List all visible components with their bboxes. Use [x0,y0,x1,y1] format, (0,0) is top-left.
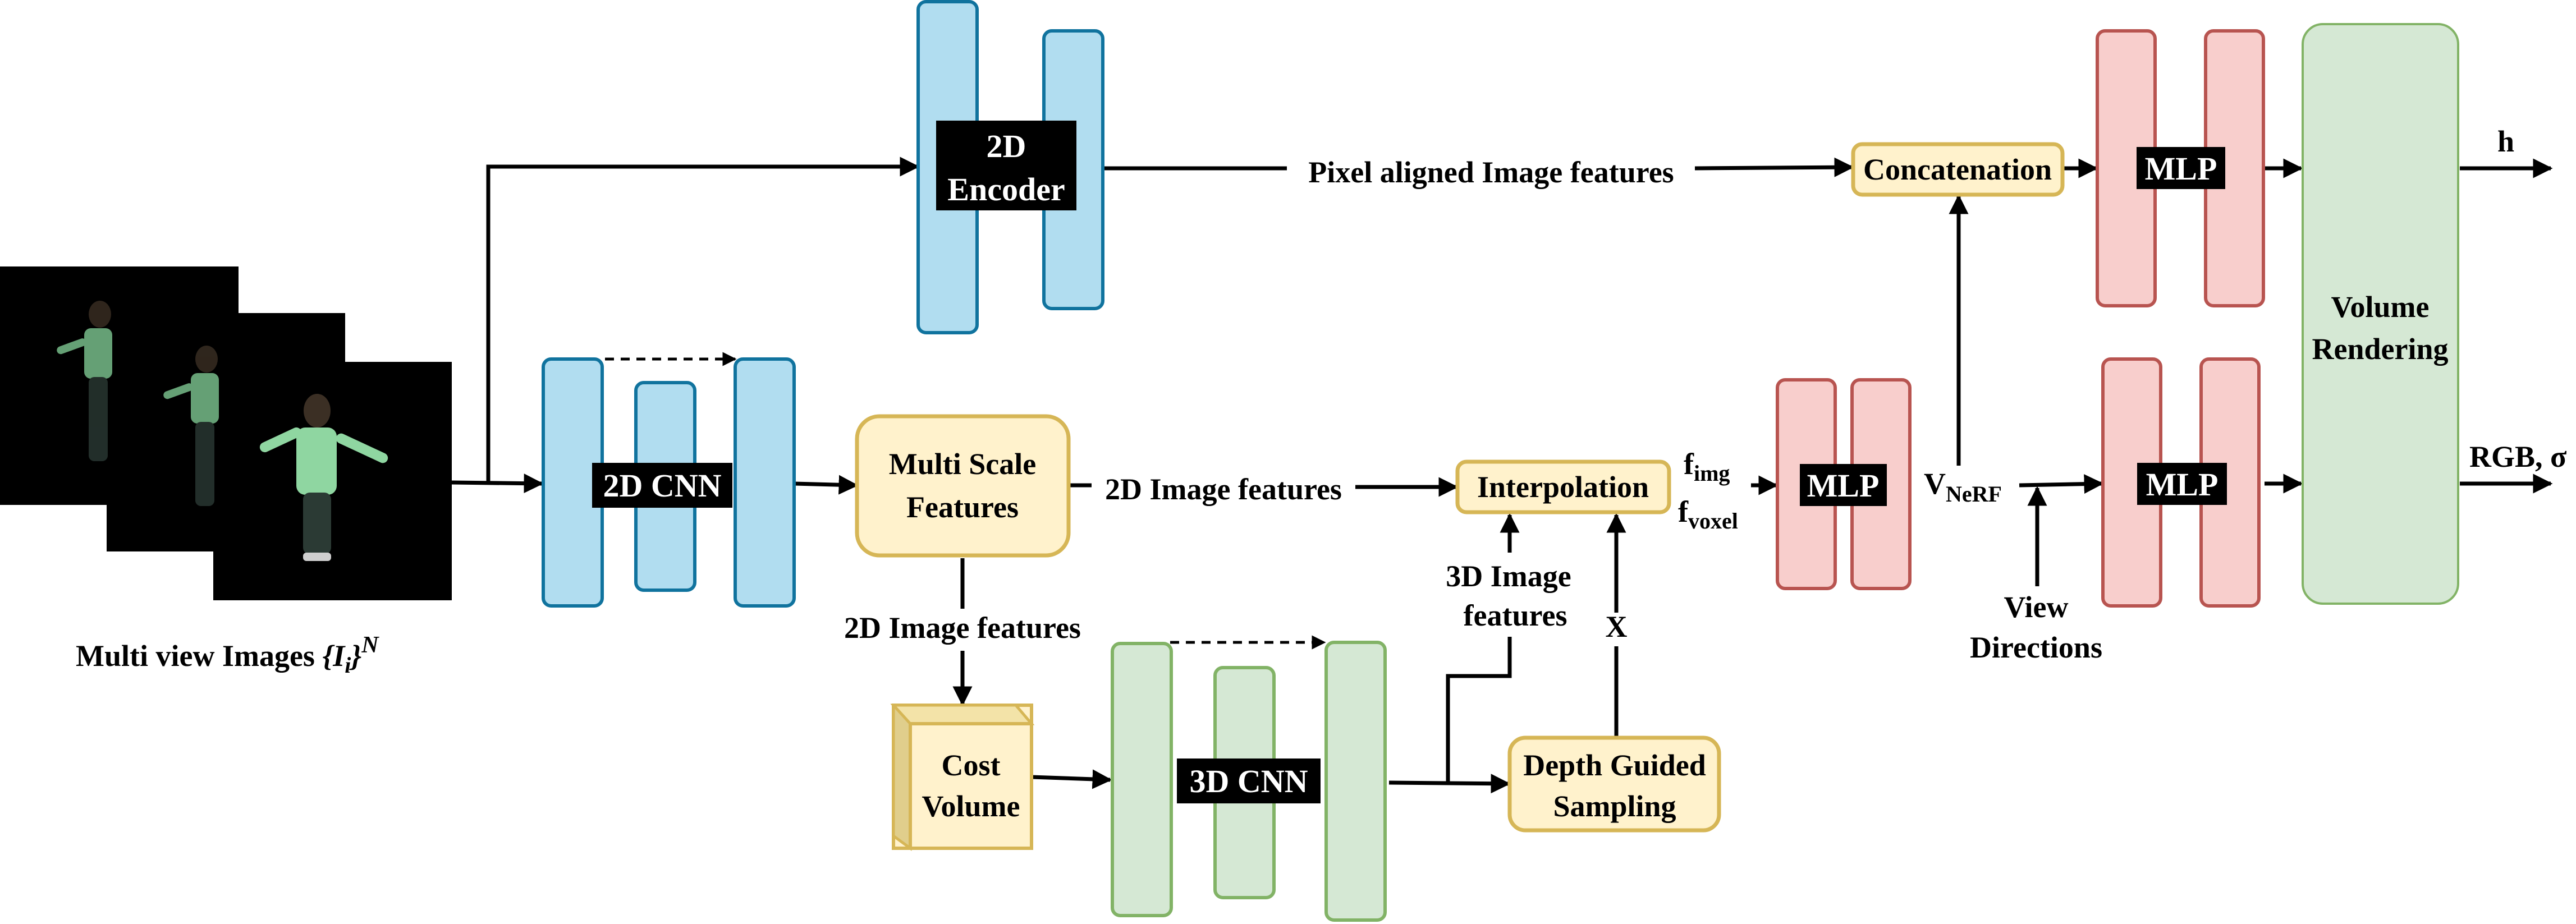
cnn-3d-label: 3D CNN [1189,763,1308,799]
encoder-2d: 2D Encoder [918,2,1103,333]
cnn-2d: 2D CNN [543,359,794,606]
mlp-bottom: MLP [2103,359,2259,606]
svg-text:Cost: Cost [942,748,1001,782]
edge-cnn2d-to-multiscale [794,484,856,485]
label-x: X [1606,610,1628,643]
svg-text:Concatenation: Concatenation [1863,153,2052,186]
label-view-directions-1: View [2004,590,2069,624]
cnn-3d-layer-3 [1326,642,1385,920]
cost-volume-box: Cost Volume [893,705,1032,848]
input-caption: Multi view Images {Ii}N [76,632,379,678]
label-2d-image-features-b: 2D Image features [844,611,1081,645]
edge-mlp-mid-to-mlp-bot [2019,484,2102,485]
edge-pixel-to-concat [1695,167,1852,168]
svg-text:Rendering: Rendering [2312,332,2449,366]
cnn-2d-layer-3 [735,359,794,606]
interpolation-box: Interpolation [1457,462,1669,512]
svg-text:Depth Guided: Depth Guided [1523,748,1706,782]
mlp-mid: MLP [1777,380,1910,589]
svg-text:Features: Features [906,490,1019,524]
svg-text:Volume: Volume [2331,290,2429,324]
edge-costvol-to-cnn3d [1032,777,1110,780]
svg-text:Interpolation: Interpolation [1477,470,1649,504]
svg-text:Sampling: Sampling [1553,789,1676,823]
edge-cnn3d-to-3dfeat [1448,637,1510,783]
cnn-2d-label: 2D CNN [603,467,721,504]
cnn-3d: 3D CNN [1112,642,1385,920]
multi-scale-features-box: Multi Scale Features [857,416,1069,555]
encoder-2d-label-1: 2D [987,128,1026,164]
label-3d-image-features-2: features [1464,599,1567,632]
mlp-top: MLP [2097,31,2263,306]
label-pixel-aligned: Pixel aligned Image features [1308,155,1674,189]
svg-text:MLP: MLP [2145,150,2217,187]
label-output-rgb: RGB, σ [2469,440,2567,474]
svg-text:MLP: MLP [2146,466,2219,503]
label-3d-image-features-1: 3D Image [1446,559,1571,593]
input-images [0,266,452,600]
label-f-img: fimg [1684,447,1730,486]
edge-images-to-cnn2d [452,482,542,484]
edge-cnn3d-to-depth [1389,783,1509,784]
label-view-directions-2: Directions [1970,631,2102,664]
label-2d-image-features-a: 2D Image features [1105,472,1342,506]
encoder-2d-label-2: Encoder [947,171,1065,208]
svg-text:MLP: MLP [1807,467,1880,504]
svg-text:Multi Scale: Multi Scale [889,447,1036,481]
label-output-h: h [2497,125,2514,158]
depth-guided-sampling-box: Depth Guided Sampling [1510,738,1719,830]
concatenation-box: Concatenation [1853,144,2062,195]
svg-text:Volume: Volume [922,789,1020,823]
label-f-voxel: fvoxel [1678,495,1738,534]
cnn-3d-layer-1 [1112,643,1171,916]
volume-rendering-box: Volume Rendering [2303,24,2458,604]
